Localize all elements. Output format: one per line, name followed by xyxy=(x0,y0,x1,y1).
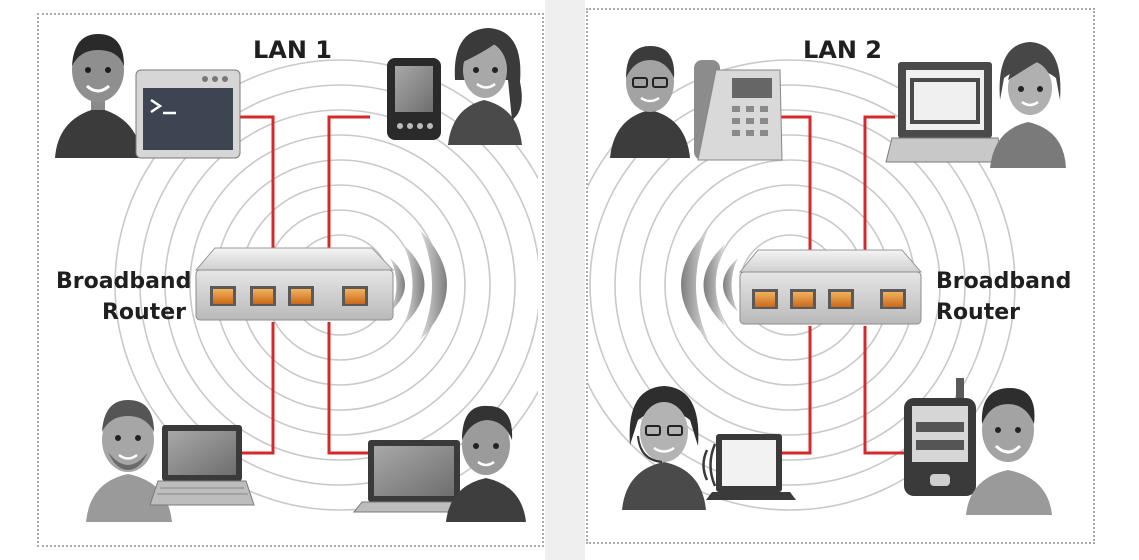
lan2-desk-phone-icon xyxy=(694,60,783,161)
lan2-user-1-avatar-icon xyxy=(610,46,690,158)
lan2-mobile-phone-icon xyxy=(904,378,976,496)
lan1-user-2-avatar-icon xyxy=(448,28,522,145)
lan1-links xyxy=(238,115,370,455)
lan1-router-label-line1: Broadband xyxy=(56,269,192,294)
lan2-router-icon xyxy=(738,249,923,325)
lan2-router-label: Broadband Router xyxy=(936,266,1076,328)
lan1-laptop-icon-2 xyxy=(352,440,476,513)
lan1-user-1-avatar-icon xyxy=(55,34,142,158)
lan2-laptop-icon xyxy=(885,62,1005,163)
lan2-wireless-laptop-icon xyxy=(702,434,796,500)
lan2-links xyxy=(778,115,905,455)
lan2-user-3-avatar-icon xyxy=(622,386,706,510)
lan1-router-label: Broadband Router xyxy=(56,266,192,328)
panel-gap xyxy=(545,0,585,560)
lan1-router-label-line2: Router xyxy=(101,300,186,325)
lan1-terminal-window-icon xyxy=(135,69,241,159)
lan1-laptop-icon-1 xyxy=(149,425,255,506)
lan1-user-3-avatar-icon xyxy=(86,400,172,522)
lan2-user-4-avatar-icon xyxy=(966,388,1052,515)
lan2-router-label-line1: Broadband xyxy=(936,269,1072,294)
lan1-pda-icon xyxy=(387,58,441,140)
lan2-wifi-waves-icon xyxy=(681,230,738,340)
router-ports xyxy=(210,286,368,306)
lan2-title: LAN 2 xyxy=(803,36,883,64)
lan2-router-label-line2: Router xyxy=(936,300,1021,325)
lan1-title: LAN 1 xyxy=(253,36,333,64)
lan1-router-icon xyxy=(194,247,395,321)
lan2-user-2-avatar-icon xyxy=(990,42,1066,168)
lan1-user-4-avatar-icon xyxy=(446,405,526,522)
lan1-wifi-waves-icon xyxy=(390,230,447,340)
